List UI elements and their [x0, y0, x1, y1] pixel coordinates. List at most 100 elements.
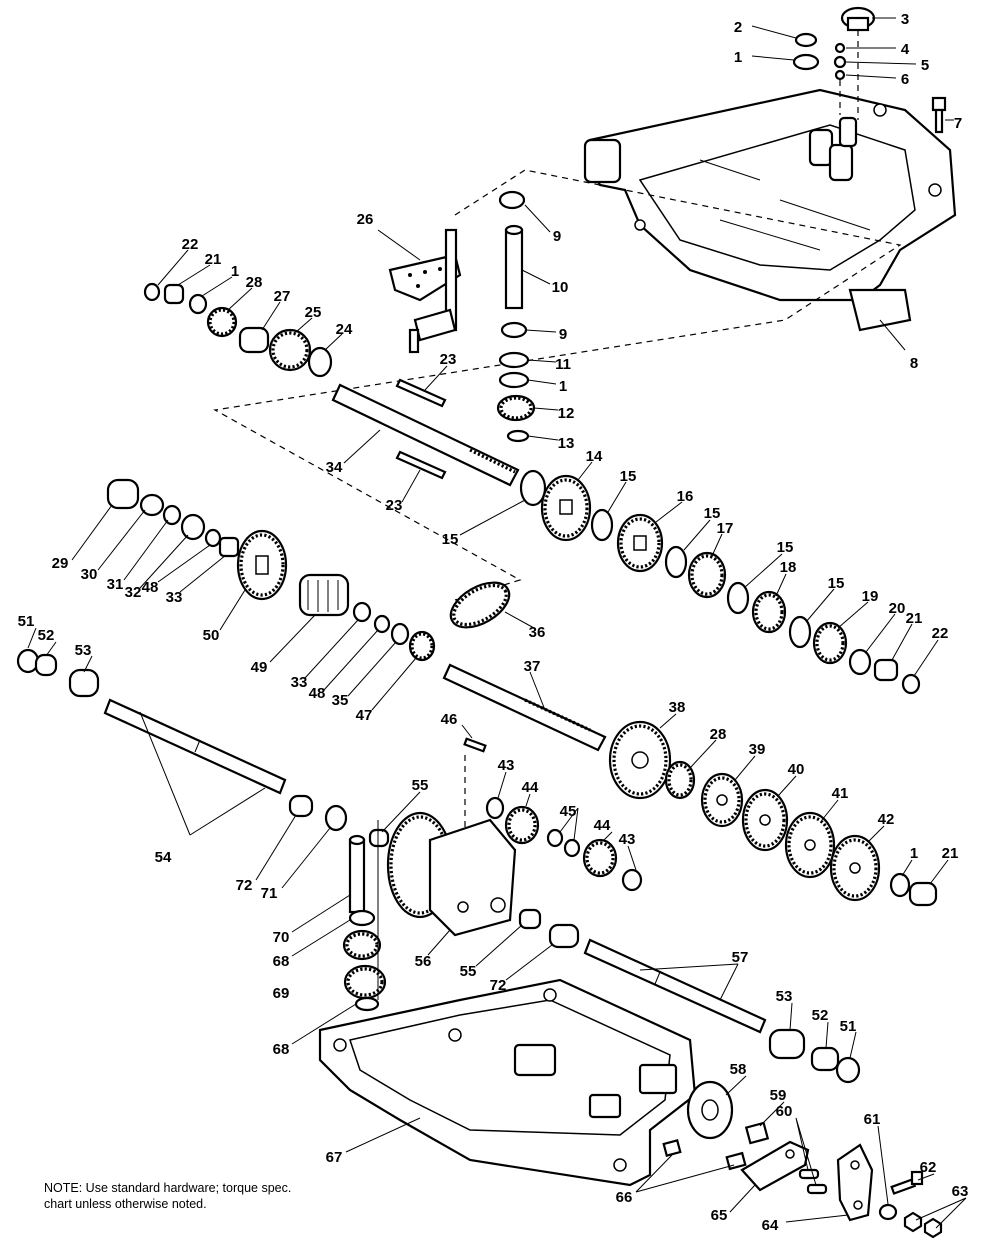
callout-45: 45 — [560, 803, 577, 820]
washer — [498, 371, 530, 389]
bearing — [498, 190, 526, 210]
callout-15: 15 — [704, 505, 721, 522]
callout-28: 28 — [246, 274, 263, 291]
callout-66: 66 — [616, 1189, 633, 1206]
callout-21: 21 — [942, 845, 959, 862]
callout-15: 15 — [620, 468, 637, 485]
bearing — [768, 1028, 806, 1060]
snap-ring — [901, 673, 921, 695]
callout-34: 34 — [326, 459, 343, 476]
callout-50: 50 — [203, 627, 220, 644]
bearing — [500, 321, 528, 339]
seal — [16, 648, 40, 674]
axle — [103, 698, 287, 795]
bushing — [34, 653, 58, 677]
bevel-gear — [342, 929, 382, 961]
callout-12: 12 — [558, 405, 575, 422]
seal — [835, 1056, 861, 1084]
bevel-pinion — [582, 838, 618, 878]
gear — [206, 306, 238, 338]
callout-68: 68 — [273, 1041, 290, 1058]
callout-1: 1 — [910, 845, 918, 862]
callout-15: 15 — [828, 575, 845, 592]
callout-19: 19 — [862, 588, 879, 605]
callout-15: 15 — [442, 531, 459, 548]
callout-38: 38 — [669, 699, 686, 716]
callout-31: 31 — [107, 576, 124, 593]
callout-49: 49 — [251, 659, 268, 676]
callout-21: 21 — [906, 610, 923, 627]
thrust-washer — [354, 996, 380, 1012]
callout-numbers: 2134567891091111213262221128272524233423… — [18, 11, 969, 1234]
bushing — [368, 828, 390, 848]
washer — [485, 796, 505, 820]
lower-housing — [318, 978, 697, 1187]
callout-51: 51 — [840, 1018, 857, 1035]
callout-1: 1 — [231, 263, 239, 280]
callout-53: 53 — [75, 642, 92, 659]
callout-69: 69 — [273, 985, 290, 1002]
callout-7: 7 — [954, 115, 962, 132]
callout-20: 20 — [889, 600, 906, 617]
gear — [268, 328, 312, 372]
callout-63: 63 — [952, 1183, 969, 1200]
brake-disc — [686, 1080, 734, 1140]
callout-51: 51 — [18, 613, 35, 630]
callout-15: 15 — [777, 539, 794, 556]
callout-72: 72 — [490, 977, 507, 994]
cross-shaft — [348, 834, 366, 914]
hardware-note: NOTE: Use standard hardware; torque spec… — [44, 1181, 292, 1211]
callout-36: 36 — [529, 624, 546, 641]
shaft — [442, 663, 607, 752]
callout-1: 1 — [559, 378, 567, 395]
needle-bearing — [218, 536, 240, 558]
brake-pad — [662, 1139, 682, 1157]
bushing — [139, 493, 165, 517]
bearing — [106, 478, 140, 510]
callout-56: 56 — [415, 953, 432, 970]
gear — [812, 621, 848, 665]
callout-37: 37 — [524, 658, 541, 675]
callout-30: 30 — [81, 566, 98, 583]
snap-ring — [546, 828, 564, 848]
gear — [664, 760, 696, 800]
callout-70: 70 — [273, 929, 290, 946]
shaft — [504, 224, 524, 310]
bolt — [890, 1170, 924, 1195]
axle — [583, 938, 767, 1034]
callout-48: 48 — [309, 685, 326, 702]
callout-24: 24 — [336, 321, 353, 338]
bushing — [163, 283, 185, 305]
brake-lever — [740, 1140, 810, 1192]
bushing — [873, 658, 899, 682]
callout-22: 22 — [932, 625, 949, 642]
key — [395, 450, 447, 480]
callout-53: 53 — [776, 988, 793, 1005]
callout-26: 26 — [357, 211, 374, 228]
callout-43: 43 — [498, 757, 515, 774]
key — [395, 378, 447, 408]
thrust-washer — [348, 909, 376, 927]
snap-ring — [519, 469, 547, 507]
callout-42: 42 — [878, 811, 895, 828]
gear — [741, 788, 789, 852]
bearing — [68, 668, 100, 698]
washer — [390, 622, 410, 646]
nut — [923, 1217, 943, 1239]
washer — [324, 804, 348, 832]
callout-44: 44 — [522, 779, 539, 796]
spacer — [238, 326, 270, 354]
callout-33: 33 — [291, 674, 308, 691]
shaft — [331, 383, 520, 487]
snap-ring — [726, 581, 750, 615]
gear — [751, 590, 787, 634]
brake-arm — [836, 1143, 874, 1222]
callout-64: 64 — [762, 1217, 779, 1234]
gear — [608, 720, 672, 800]
callout-13: 13 — [558, 435, 575, 452]
gear — [236, 529, 288, 601]
bushing — [288, 794, 314, 818]
bevel-gear — [343, 964, 387, 1000]
callout-62: 62 — [920, 1159, 937, 1176]
